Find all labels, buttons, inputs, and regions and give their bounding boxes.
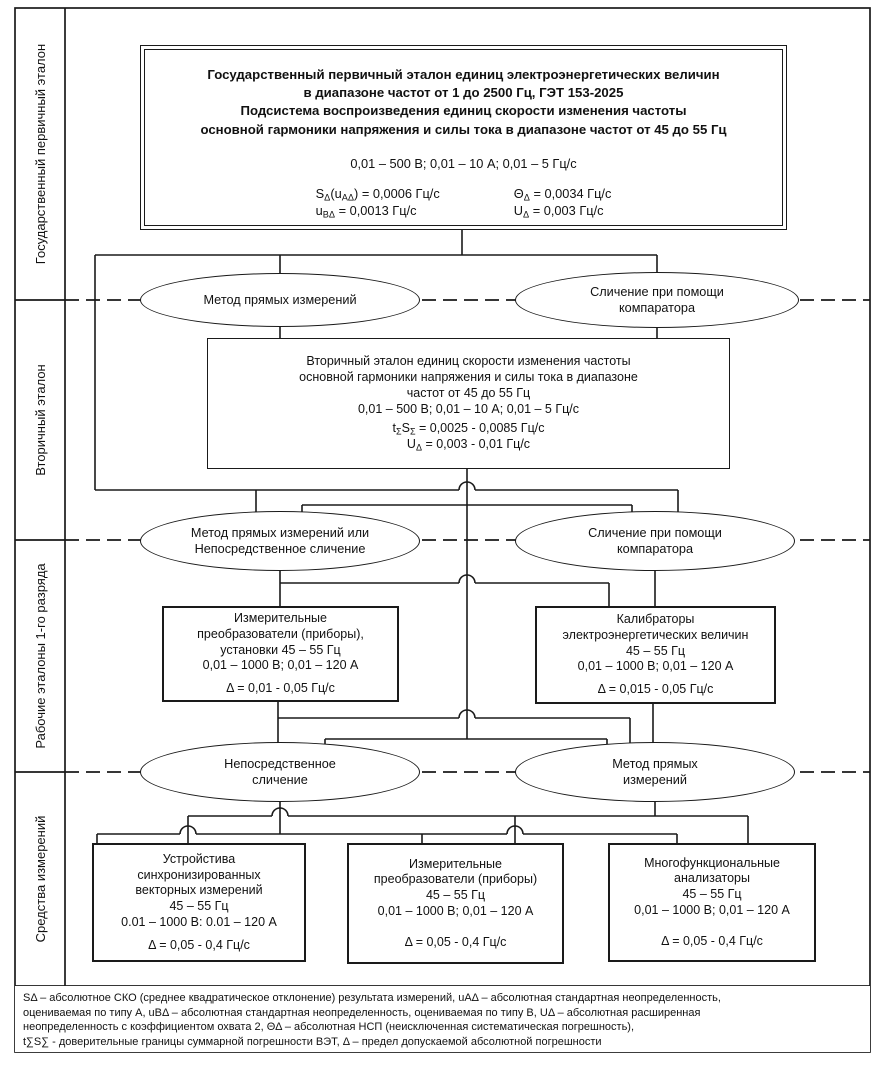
instrument-right-body: Многофункциональные анализаторы 45 – 55 …	[634, 855, 790, 917]
bus-E-connectors	[187, 807, 749, 843]
sidebar-level-secondary-standard: Вторичный эталон	[32, 364, 48, 476]
working-standard-left-body: Измерительные преобразователи (приборы),…	[197, 611, 364, 673]
working-standard-left-delta: Δ = 0,01 - 0,05 Гц/с	[226, 681, 335, 696]
working-standard-right-delta: Δ = 0,015 - 0,05 Гц/с	[597, 682, 714, 697]
secondary-standard-box: Вторичный эталон единиц скорости изменен…	[207, 338, 730, 469]
scheme-footnote-legend: SΔ – абсолютное СКО (среднее квадратичес…	[15, 986, 870, 1052]
primary-standard-box: Государственный первичный эталон единиц …	[140, 45, 787, 230]
instrument-left-body: Устройстива синхронизированных векторных…	[121, 851, 277, 929]
level1-connectors	[94, 228, 658, 490]
primary-standard-box-inner-border	[144, 49, 783, 226]
method-ellipse-row2-comparator: Сличение при помощи компаратора	[515, 511, 795, 571]
instrument-left-delta: Δ = 0,05 - 0,4 Гц/с	[148, 937, 250, 952]
instrument-right-delta: Δ = 0,05 - 0,4 Гц/с	[661, 933, 763, 948]
level4-entry-connectors	[279, 802, 656, 834]
bus-F-connectors	[96, 825, 678, 843]
sidebar-level-measuring-instruments: Средства измерений	[32, 815, 48, 943]
secondary-standard-body: Вторичный эталон единиц скорости изменен…	[299, 354, 638, 416]
method-ellipse-row2-direct-or-comparison: Метод прямых измерений или Непосредствен…	[140, 511, 420, 571]
level3-entry-connectors	[279, 571, 656, 606]
instrument-middle-body: Измерительные преобразователи (приборы) …	[373, 856, 538, 918]
working-standard-box-calibrators: Калибраторы электроэнергетических величи…	[535, 606, 776, 704]
instrument-middle-delta: Δ = 0,05 - 0,4 Гц/с	[404, 934, 507, 949]
bus-A-connectors	[95, 481, 679, 517]
sidebar-level-working-standards: Рабочие эталоны 1-го разряда	[32, 563, 48, 749]
method-ellipse-row1-comparator: Сличение при помощи компаратора	[515, 272, 799, 328]
primary-standard-range: 0,01 – 500 В; 0,01 – 10 А; 0,01 – 5 Гц/с	[350, 155, 577, 171]
bus-C-connectors	[277, 698, 654, 751]
method-ellipse-row3-direct-comparison: Непосредственное сличение	[140, 742, 420, 802]
method-ellipse-row3-direct-measurement: Метод прямых измерений	[515, 742, 795, 802]
working-standard-box-transducers: Измерительные преобразователи (приборы),…	[162, 606, 399, 702]
instrument-box-multifunction-analyzers: Многофункциональные анализаторы 45 – 55 …	[608, 843, 816, 962]
primary-standard-title: Государственный первичный эталон единиц …	[200, 67, 727, 137]
working-standard-right-body: Калибраторы электроэнергетических величи…	[562, 612, 749, 674]
instrument-box-synchronized-vector-devices: Устройстива синхронизированных векторных…	[92, 843, 306, 962]
instrument-box-measuring-transducers: Измерительные преобразователи (приборы) …	[347, 843, 564, 964]
level2-entry-connectors	[279, 326, 658, 338]
method-ellipse-row1-direct-measurement: Метод прямых измерений	[140, 273, 420, 327]
sidebar-level-primary-standard: Государственный первичный эталон	[32, 43, 48, 265]
outer-frame	[14, 7, 871, 1053]
